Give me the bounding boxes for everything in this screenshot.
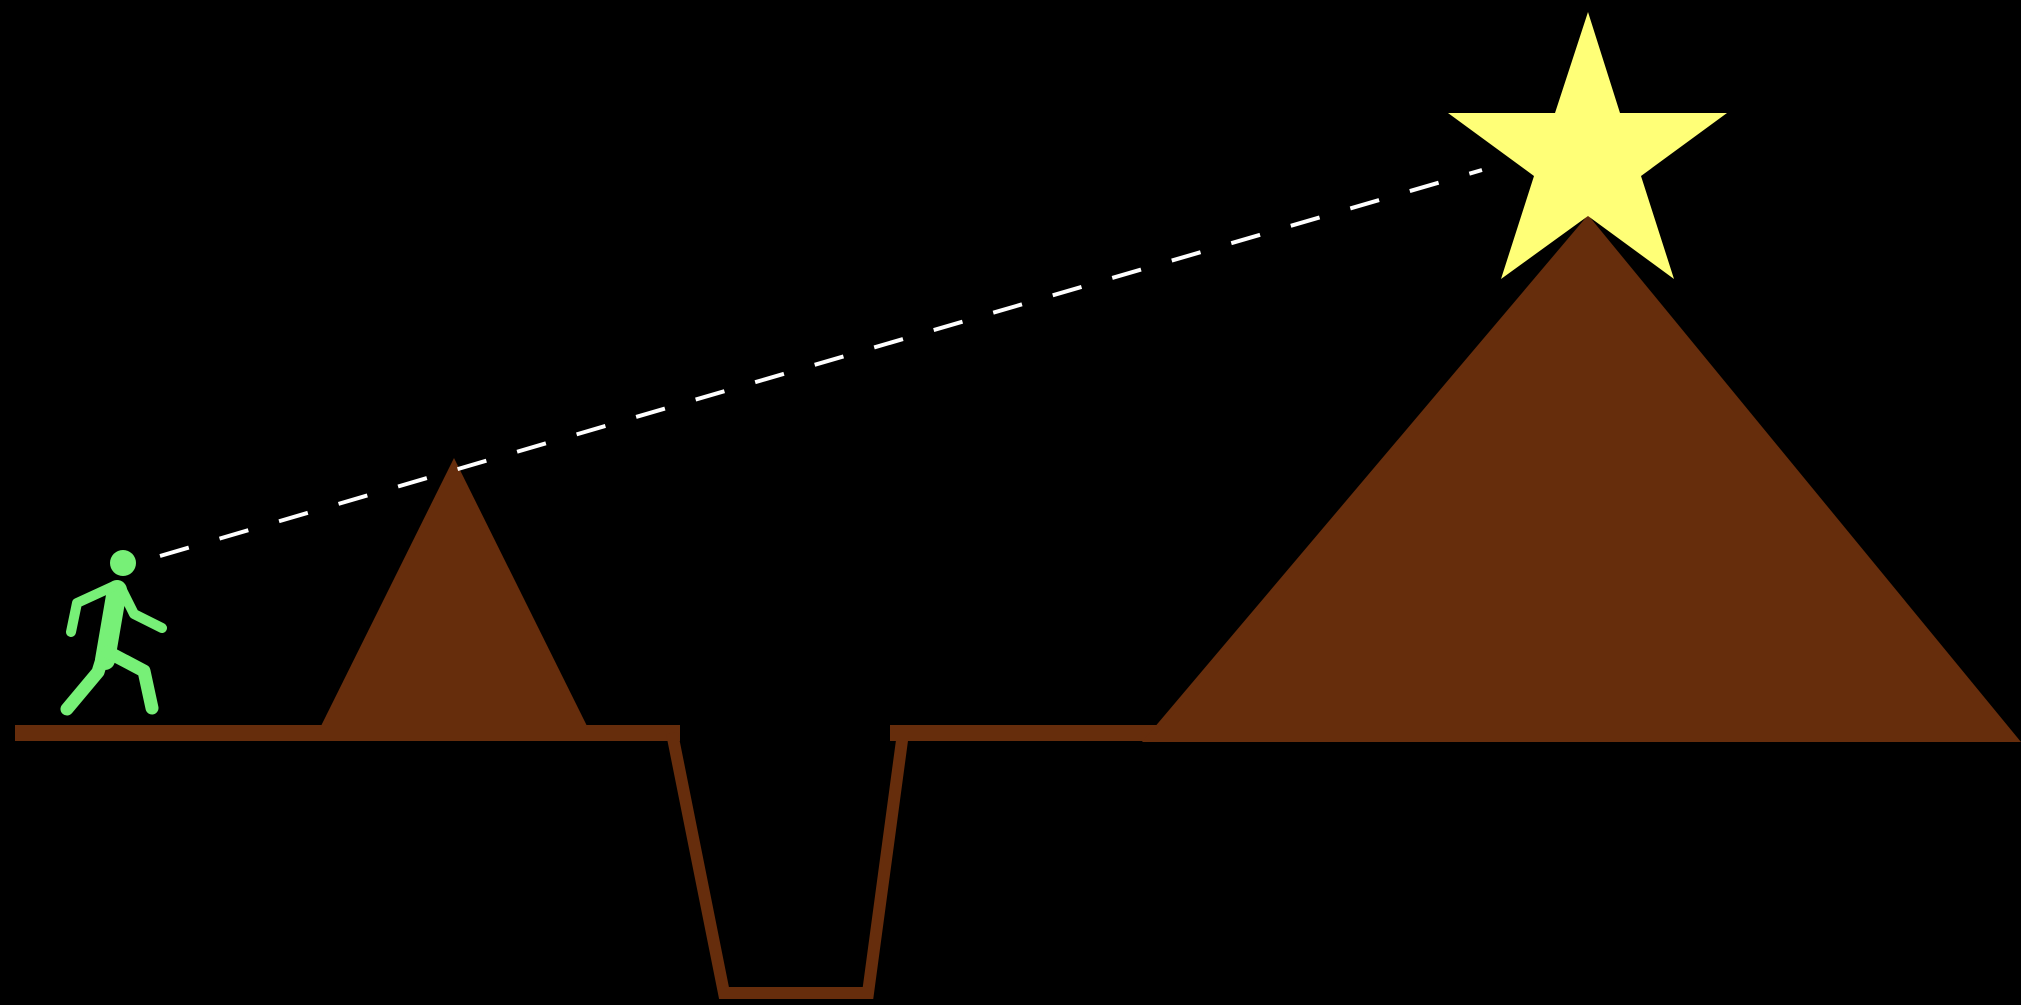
line-of-sight-diagram — [0, 0, 2021, 1005]
